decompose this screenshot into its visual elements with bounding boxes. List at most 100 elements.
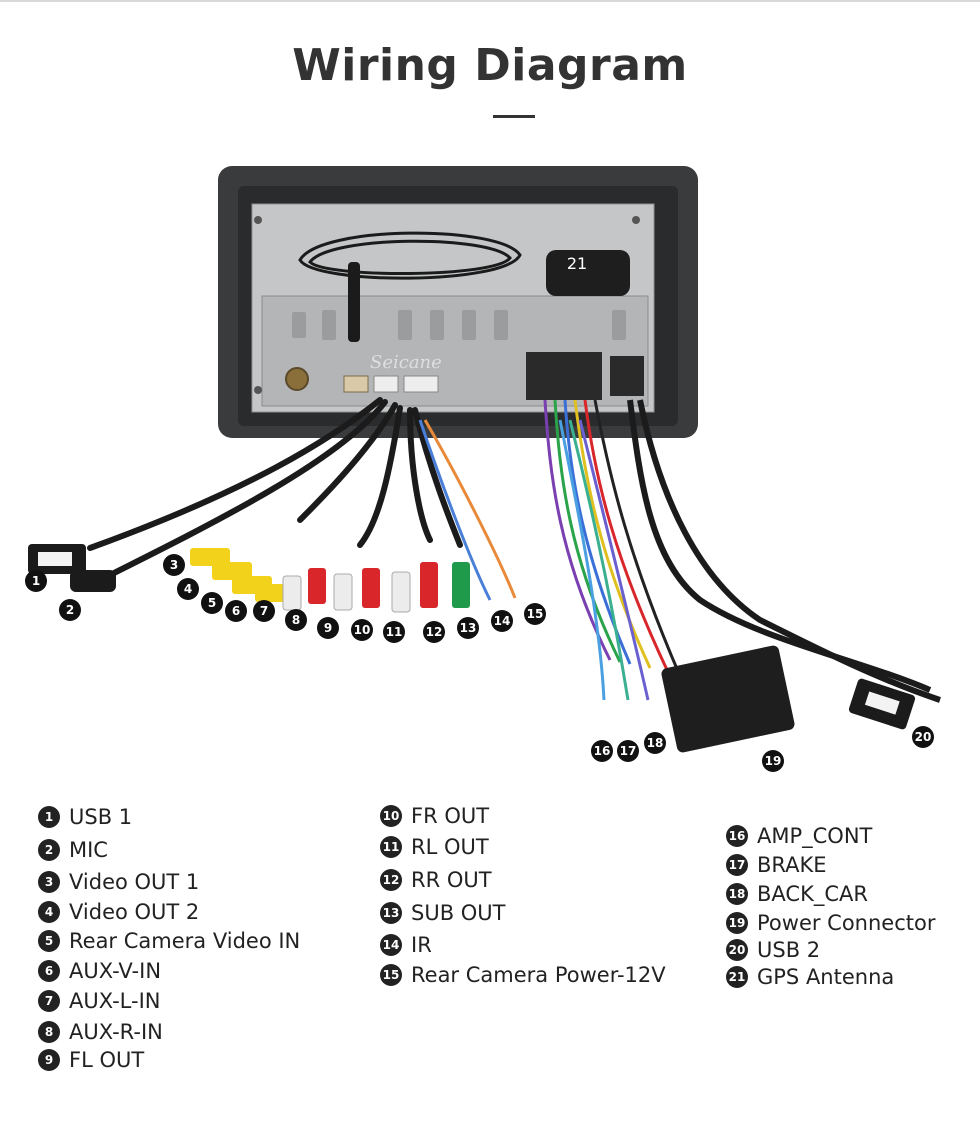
wifi-antenna — [348, 262, 360, 342]
power-connector-body — [661, 645, 795, 753]
rca-yellow — [212, 562, 252, 580]
cable-bundle — [357, 405, 403, 548]
callout-3: 3 — [163, 554, 185, 576]
callout-8: 8 — [285, 609, 307, 631]
svg-text:18: 18 — [647, 736, 664, 750]
legend-label: AUX-L-IN — [69, 989, 161, 1013]
legend-num: 3 — [38, 871, 60, 893]
rca-red — [362, 568, 380, 608]
vent — [494, 310, 508, 340]
harness-wire — [583, 399, 670, 673]
usb1-port — [38, 552, 72, 566]
legend-num: 4 — [38, 901, 60, 923]
callout-19: 19 — [762, 750, 784, 772]
legend-label: AUX-V-IN — [69, 959, 162, 983]
callout-20: 20 — [912, 726, 934, 748]
usb2-cable — [627, 399, 932, 693]
legend-num: 20 — [726, 939, 748, 961]
legend-num: 9 — [38, 1049, 60, 1071]
svg-text:7: 7 — [260, 604, 268, 618]
watermark: Seicane — [370, 352, 442, 373]
svg-text:16: 16 — [594, 744, 611, 758]
page-title: Wiring Diagram — [292, 40, 688, 91]
legend-label: AMP_CONT — [757, 824, 873, 848]
rca-white — [282, 575, 302, 611]
usb2-cable-b — [637, 399, 941, 703]
callout-6: 6 — [225, 600, 247, 622]
legend-label: FL OUT — [69, 1048, 145, 1072]
legend-num: 1 — [38, 806, 60, 828]
callout-15: 15 — [524, 603, 546, 625]
power-harness-wires — [543, 399, 682, 701]
harness-wire — [543, 399, 612, 661]
svg-text:2: 2 — [66, 603, 74, 617]
callout-16: 16 — [591, 740, 613, 762]
legend-label: MIC — [69, 838, 108, 862]
rca-red — [420, 562, 438, 608]
cable-bundle — [407, 407, 433, 543]
vent — [398, 310, 412, 340]
legend-label: BRAKE — [757, 853, 827, 877]
callout-7: 7 — [253, 600, 275, 622]
vent — [322, 310, 336, 340]
legend-num: 16 — [726, 825, 748, 847]
callout-10: 10 — [351, 619, 373, 641]
legend-num: 15 — [380, 964, 402, 986]
svg-text:9: 9 — [324, 621, 332, 635]
legend-num: 11 — [380, 836, 402, 858]
legend-label: USB 2 — [757, 938, 821, 962]
svg-text:19: 19 — [765, 754, 782, 768]
legend-num: 5 — [38, 930, 60, 952]
rca-yellow — [190, 548, 230, 566]
legend-label: FR OUT — [411, 804, 490, 828]
legend-item: 10 FR OUT — [380, 804, 489, 828]
screw — [254, 216, 262, 224]
mic-plug — [70, 570, 116, 592]
legend-label: Rear Camera Video IN — [69, 929, 301, 953]
usb2-port — [864, 691, 900, 715]
callout-21: 21 — [567, 254, 587, 273]
wiring-diagram: Seicane — [25, 166, 941, 772]
svg-text:20: 20 — [915, 730, 932, 744]
cable-bundle — [412, 407, 463, 548]
screw — [632, 216, 640, 224]
callout-2: 2 — [59, 599, 81, 621]
mic-cable — [97, 399, 388, 583]
svg-text:11: 11 — [386, 625, 403, 639]
antenna-port — [285, 367, 309, 391]
svg-text:8: 8 — [292, 613, 300, 627]
svg-text:6: 6 — [232, 604, 240, 618]
svg-text:3: 3 — [170, 558, 178, 572]
svg-text:15: 15 — [527, 607, 544, 621]
callout-17: 17 — [617, 740, 639, 762]
head-unit: Seicane — [218, 166, 698, 438]
usb1-cable — [87, 397, 383, 551]
harness-wire — [578, 419, 650, 701]
legend-num: 17 — [726, 854, 748, 876]
rca-white — [333, 573, 353, 611]
legend-label: BACK_CAR — [757, 882, 868, 906]
legend-num: 10 — [380, 805, 402, 827]
svg-text:4: 4 — [184, 582, 192, 596]
legend-label: USB 1 — [69, 805, 133, 829]
svg-text:12: 12 — [426, 625, 443, 639]
harness-wire — [568, 419, 630, 701]
callout-5: 5 — [201, 592, 223, 614]
legend-num: 8 — [38, 1021, 60, 1043]
port-block — [343, 375, 369, 393]
rca-green — [452, 562, 470, 608]
legend-num: 13 — [380, 902, 402, 924]
legend-item: 21 GPS Antenna — [726, 965, 894, 989]
legend-label: GPS Antenna — [757, 965, 895, 989]
vent — [612, 310, 626, 340]
legend-num: 21 — [726, 966, 748, 988]
legend-label: IR — [411, 933, 432, 957]
